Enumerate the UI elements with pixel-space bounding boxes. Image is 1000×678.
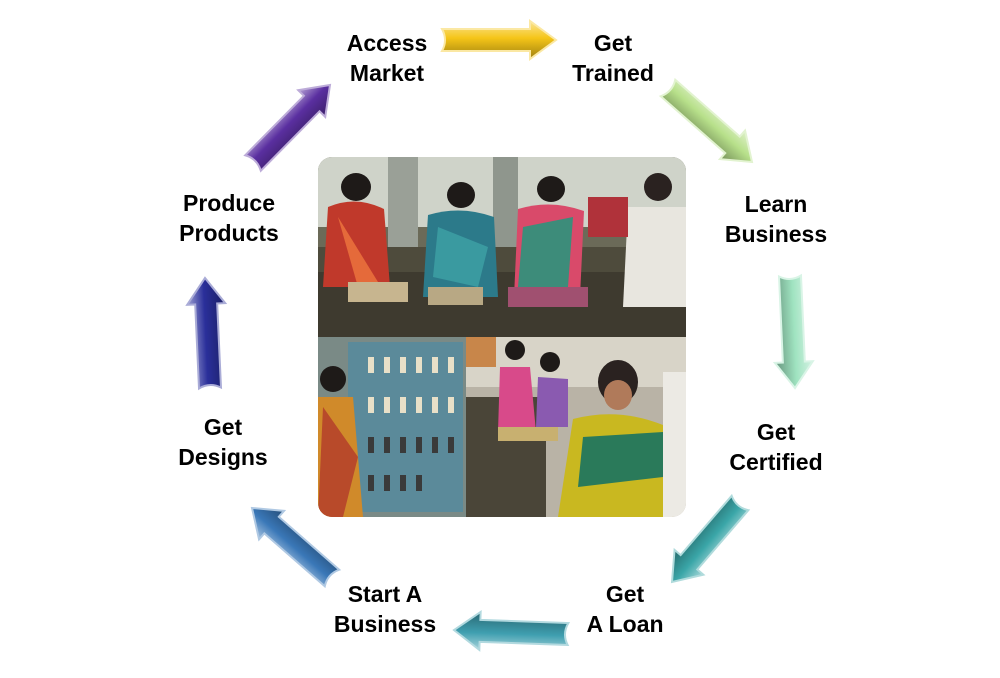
step-label-line: Business <box>333 611 437 637</box>
arrow-left-icon <box>452 609 571 652</box>
arrow-right-icon <box>440 19 558 61</box>
step-get-trained: Get Trained <box>533 28 693 88</box>
arrow-up-icon <box>185 276 228 391</box>
step-label-line: Access <box>346 30 428 56</box>
step-learn-business: Learn Business <box>696 189 856 249</box>
step-label-line: Business <box>724 221 828 247</box>
step-get-a-loan: Get A Loan <box>545 579 705 639</box>
step-produce-products: Produce Products <box>149 188 309 248</box>
arrow-down-right-icon <box>658 77 754 164</box>
step-label-line: Market <box>349 60 425 86</box>
step-label-line: Trained <box>572 60 654 86</box>
step-label-line: Get <box>605 581 645 607</box>
step-label-line: Produce <box>182 190 276 216</box>
step-label-line: Products <box>179 220 279 246</box>
step-label-line: Designs <box>178 444 268 470</box>
arrow-down-left-icon <box>670 493 751 584</box>
step-label-line: A Loan <box>586 611 664 637</box>
step-label-line: Get <box>593 30 633 56</box>
step-get-certified: Get Certified <box>696 417 856 477</box>
step-label-line: Get <box>756 419 796 445</box>
step-access-market: Access Market <box>307 28 467 88</box>
step-get-designs: Get Designs <box>143 412 303 472</box>
step-label-line: Start A <box>347 581 423 607</box>
step-label-line: Certified <box>729 449 823 475</box>
artisans-photo-collage <box>318 157 686 517</box>
step-label-line: Get <box>203 414 243 440</box>
arrow-up-right-icon <box>243 83 332 173</box>
step-label-line: Learn <box>744 191 808 217</box>
arrow-up-left-icon <box>250 506 342 589</box>
step-start-a-business: Start A Business <box>305 579 465 639</box>
arrow-down-icon <box>772 273 815 390</box>
